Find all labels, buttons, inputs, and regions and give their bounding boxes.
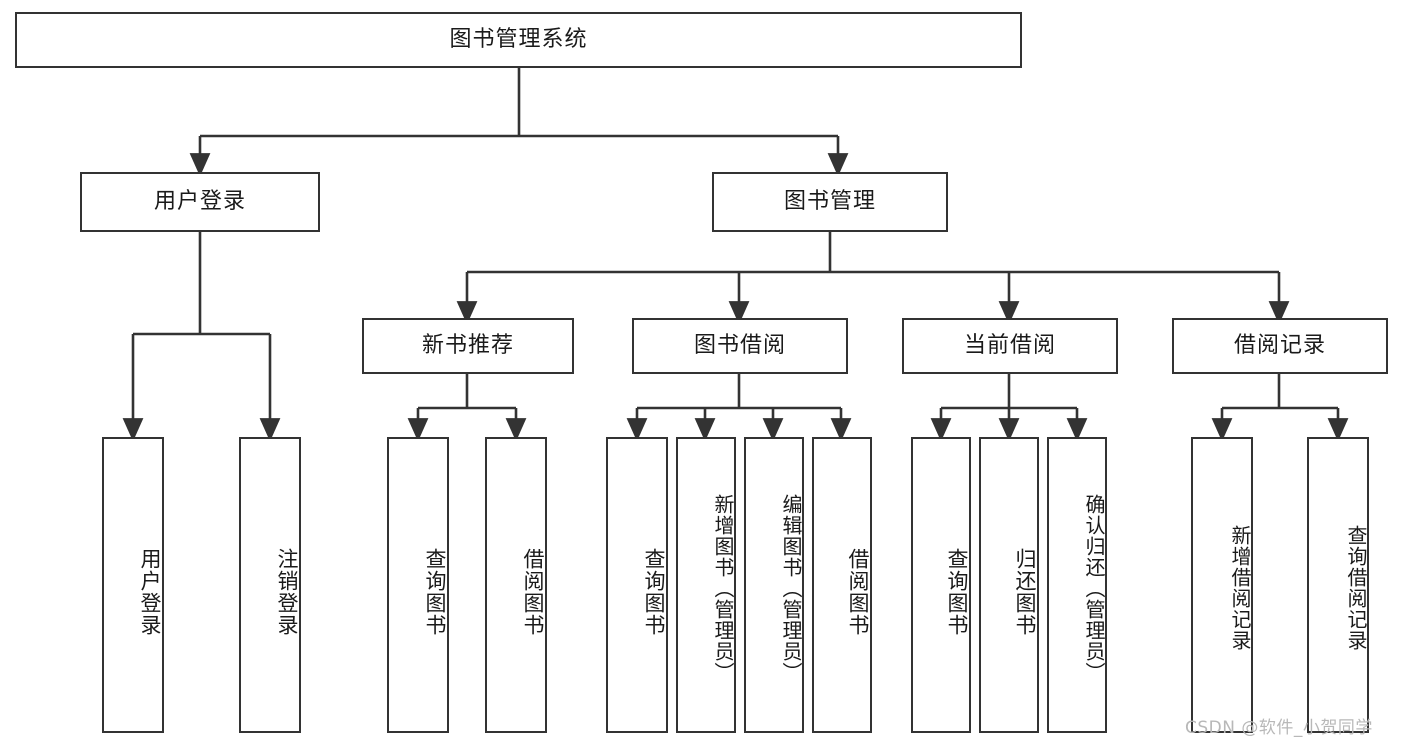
leaf-query-book-borrow[interactable]: 查询图书 bbox=[606, 437, 668, 733]
leaf-query-borrow-record[interactable]: 查询借阅记录 bbox=[1307, 437, 1369, 733]
leaf-query-book-current[interactable]: 查询图书 bbox=[911, 437, 971, 733]
node-book-borrow[interactable]: 图书借阅 bbox=[632, 318, 848, 374]
node-root-system[interactable]: 图书管理系统 bbox=[15, 12, 1022, 68]
node-book-management[interactable]: 图书管理 bbox=[712, 172, 948, 232]
leaf-borrow-book[interactable]: 借阅图书 bbox=[812, 437, 872, 733]
leaf-query-book-recommend[interactable]: 查询图书 bbox=[387, 437, 449, 733]
leaf-logout[interactable]: 注销登录 bbox=[239, 437, 301, 733]
node-new-book-recommend[interactable]: 新书推荐 bbox=[362, 318, 574, 374]
leaf-user-login[interactable]: 用户登录 bbox=[102, 437, 164, 733]
node-borrow-record[interactable]: 借阅记录 bbox=[1172, 318, 1388, 374]
node-current-borrow[interactable]: 当前借阅 bbox=[902, 318, 1118, 374]
node-user-login[interactable]: 用户登录 bbox=[80, 172, 320, 232]
leaf-edit-book-admin[interactable]: 编辑图书（管理员） bbox=[744, 437, 804, 733]
leaf-confirm-return-admin[interactable]: 确认归还（管理员） bbox=[1047, 437, 1107, 733]
leaf-add-book-admin[interactable]: 新增图书（管理员） bbox=[676, 437, 736, 733]
leaf-borrow-book-recommend[interactable]: 借阅图书 bbox=[485, 437, 547, 733]
csdn-watermark: CSDN @软件_小贺同学 bbox=[1185, 718, 1373, 738]
leaf-add-borrow-record[interactable]: 新增借阅记录 bbox=[1191, 437, 1253, 733]
leaf-return-book[interactable]: 归还图书 bbox=[979, 437, 1039, 733]
